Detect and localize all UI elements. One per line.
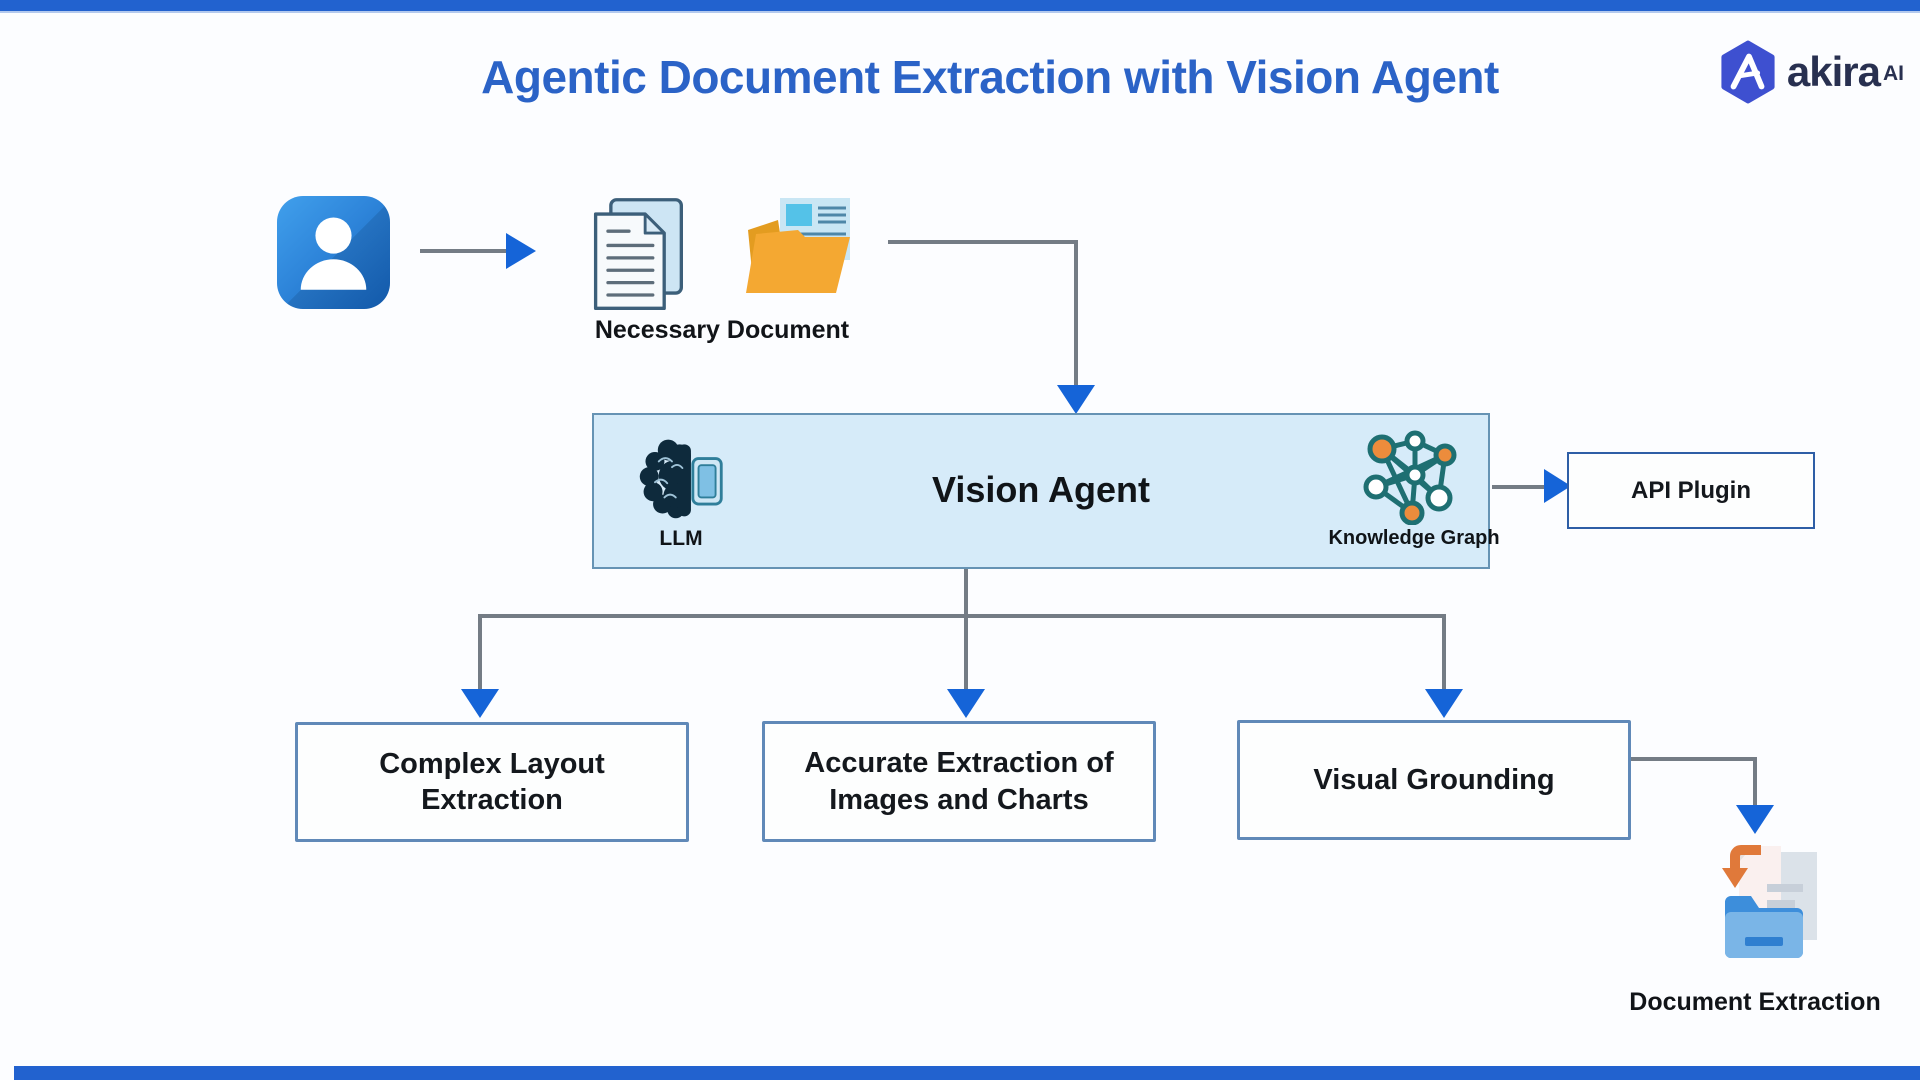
user-icon: [277, 196, 390, 309]
llm-label: LLM: [659, 527, 703, 550]
top-accent-bar: [0, 0, 1920, 13]
connector-user-to-documents: [420, 249, 508, 253]
page-title: Agentic Document Extraction with Vision …: [481, 51, 1499, 103]
api-plugin-label: API Plugin: [1631, 476, 1751, 504]
arrowhead-into-api-plugin: [1544, 469, 1571, 503]
document-extraction-icon: [1722, 845, 1817, 958]
bottom-accent-bar: [14, 1066, 1920, 1080]
brand-superscript: AI: [1883, 61, 1904, 85]
necessary-document-label: Necessary Document: [594, 316, 850, 344]
arrowhead-into-vision-agent: [1057, 385, 1095, 414]
document-extraction-label: Document Extraction: [1629, 988, 1881, 1016]
complex-layout-label: Complex Layout Extraction: [379, 747, 605, 816]
connector-documents-to-vision-horizontal: [888, 240, 1078, 244]
hexagon-a-icon: [1721, 40, 1775, 104]
document-stack-icon: [593, 198, 683, 310]
visual-grounding-label: Visual Grounding: [1313, 763, 1555, 796]
brand-text: akira: [1786, 48, 1881, 95]
open-folder-icon: [746, 198, 850, 293]
branch-drop-left: [478, 614, 482, 690]
arrowhead-into-complex-layout: [461, 689, 499, 718]
branch-stem: [964, 569, 968, 616]
vision-agent-title: Vision Agent: [931, 469, 1151, 510]
llm-brain-chip-icon: [639, 439, 723, 519]
api-plugin-box: API Plugin: [1567, 452, 1815, 529]
output-box-complex-layout: Complex Layout Extraction: [295, 722, 689, 842]
output-box-visual-grounding: Visual Grounding: [1237, 720, 1631, 840]
branch-horizontal: [478, 614, 1446, 618]
accurate-extraction-label: Accurate Extraction of Images and Charts: [804, 747, 1114, 816]
knowledge-graph-label: Knowledge Graph: [1328, 527, 1500, 549]
person-glyph: [300, 217, 367, 290]
connector-grounding-horizontal: [1631, 757, 1757, 761]
arrowhead-into-document-extraction: [1736, 805, 1774, 834]
arrowhead-into-visual-grounding: [1425, 689, 1463, 718]
branch-drop-middle: [964, 614, 968, 690]
vision-agent-box: Vision Agent: [592, 413, 1500, 569]
knowledge-graph-icon: [1363, 430, 1457, 525]
connector-vision-to-api: [1492, 485, 1548, 489]
branch-drop-right: [1442, 614, 1446, 690]
connector-grounding-vertical: [1753, 757, 1757, 807]
arrowhead-user-to-documents: [506, 233, 536, 269]
arrowhead-into-accurate-extraction: [947, 689, 985, 718]
connector-documents-to-vision-vertical: [1074, 240, 1078, 388]
output-box-accurate-extraction: Accurate Extraction of Images and Charts: [762, 721, 1156, 842]
